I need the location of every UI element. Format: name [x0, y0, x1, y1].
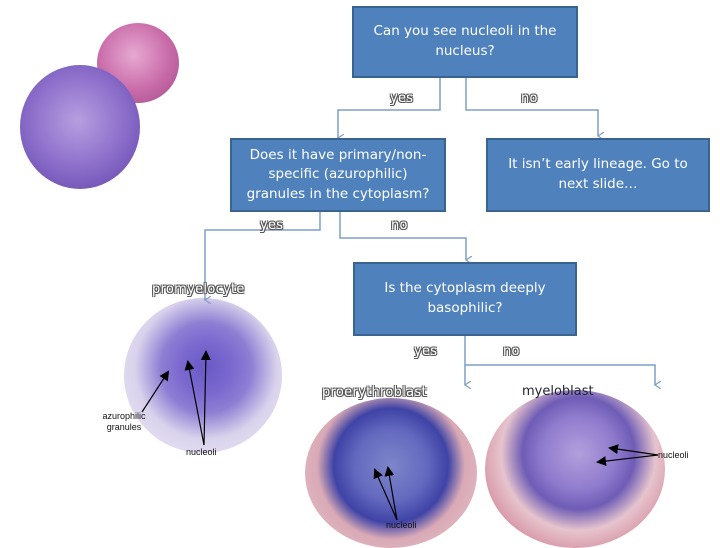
q2-no-label: no	[391, 218, 408, 233]
q1-yes-label: yes	[390, 91, 414, 106]
question-nucleoli-text: Can you see nucleoli in the nucleus?	[373, 23, 557, 59]
question-basophilic-box: Is the cytoplasm deeply basophilic?	[353, 262, 577, 336]
question-basophilic-text: Is the cytoplasm deeply basophilic?	[384, 280, 546, 316]
q4-yes-label: yes	[414, 344, 438, 359]
q4-no-label: no	[503, 344, 520, 359]
not-early-lineage-text: It isn’t early lineage. Go to next slide…	[508, 156, 688, 192]
azurophilic-granules-label: azurophilic granules	[102, 411, 146, 433]
not-early-lineage-box: It isn’t early lineage. Go to next slide…	[486, 138, 710, 212]
myeloblast-nucleoli-label: nucleoli	[658, 450, 689, 460]
cell-image-top-large	[20, 65, 140, 189]
question-nucleoli-box: Can you see nucleoli in the nucleus?	[352, 6, 578, 78]
proerythroblast-label: proerythroblast	[322, 385, 427, 400]
promyelocyte-nucleoli-label: nucleoli	[186, 447, 217, 457]
question-granules-text: Does it have primary/non-specific (azuro…	[246, 146, 430, 202]
proerythroblast-nucleoli-label: nucleoli	[386, 520, 417, 530]
myeloblast-label: myeloblast	[522, 384, 594, 399]
question-granules-box: Does it have primary/non-specific (azuro…	[230, 138, 446, 212]
q1-no-label: no	[521, 91, 538, 106]
promyelocyte-label: promyelocyte	[152, 282, 245, 297]
myeloblast-image	[485, 390, 665, 548]
q2-yes-label: yes	[260, 218, 284, 233]
promyelocyte-image	[124, 298, 282, 453]
